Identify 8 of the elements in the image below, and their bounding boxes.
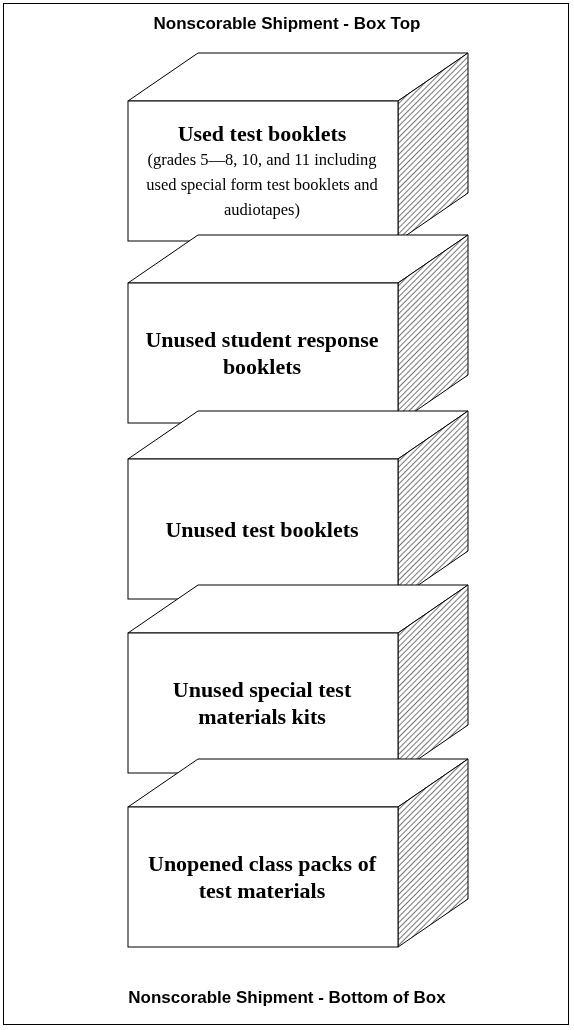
box-description: (grades 5—8, 10, and 11 including used special form test booklets and audiotapes) [145, 149, 379, 221]
box-label: Unopened class packs of test materials [147, 850, 378, 904]
box-label: Unused special test materials kits [171, 676, 353, 730]
heading: Nonscorable Shipment - Box Top [153, 14, 421, 34]
box-label: Unused student response booklets [144, 326, 380, 380]
box-label: Used test booklets [176, 120, 348, 147]
box-label: Unused test booklets [164, 515, 360, 543]
footer-caption: Nonscorable Shipment - Bottom of Box [128, 988, 446, 1008]
